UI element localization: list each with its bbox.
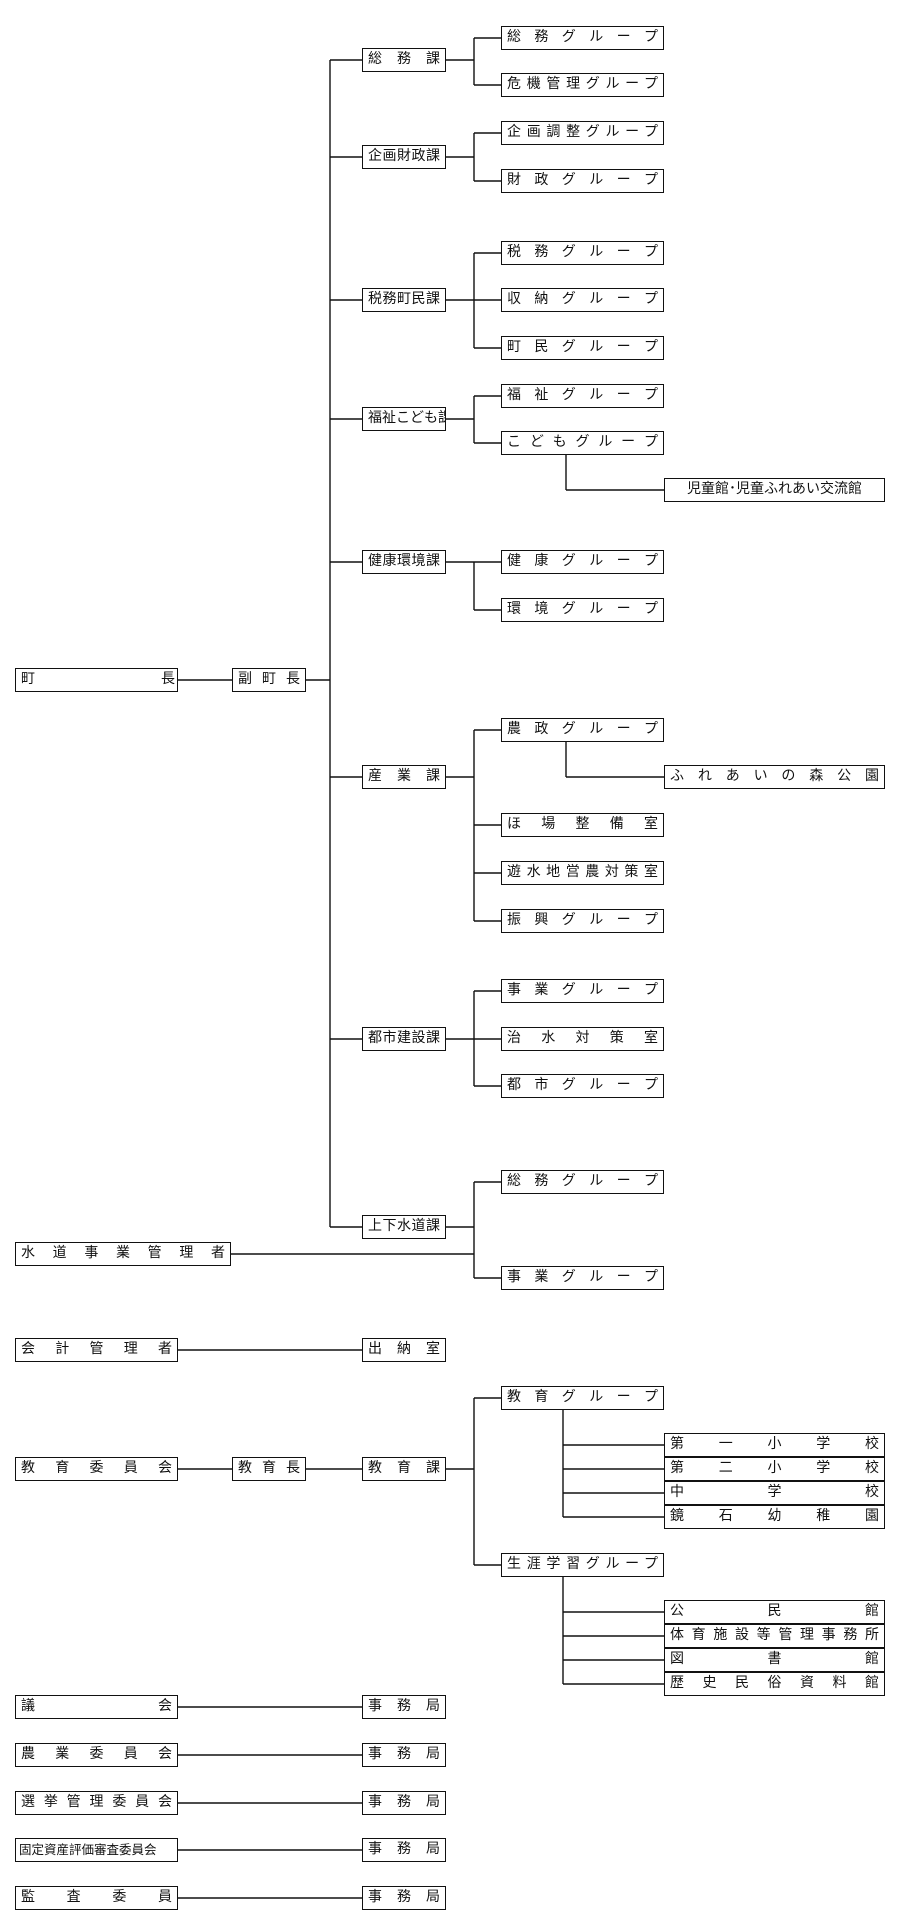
- committee-nogyo: 農 業 委 員 会: [15, 1743, 178, 1767]
- school-daini: 第 二 小 学 校: [664, 1457, 885, 1481]
- group-shinko: 振 興 グ ル ー プ: [501, 909, 664, 933]
- group-chomin: 町 民 グ ル ー プ: [501, 336, 664, 360]
- committee-kansa-office: 事 務 局: [362, 1886, 446, 1910]
- group-suido-jigyo: 事 業 グ ル ー プ: [501, 1266, 664, 1290]
- dept-kenko-kankyo: 健康環境課: [362, 550, 446, 574]
- group-fukushi: 福 祉 グ ル ー プ: [501, 384, 664, 408]
- dept-kikaku-zaisei: 企画財政課: [362, 145, 446, 169]
- school-daiichi: 第 一 小 学 校: [664, 1433, 885, 1457]
- group-zaisei: 財 政 グ ル ー プ: [501, 169, 664, 193]
- group-kyoiku: 教 育 グ ル ー プ: [501, 1386, 664, 1410]
- deputy-mayor-box: 副 町 長: [232, 668, 306, 692]
- dept-jogesuido: 上下水道課: [362, 1215, 446, 1239]
- mayor-box: 町 長: [15, 668, 178, 692]
- dept-suitou: 出 納 室: [362, 1338, 446, 1362]
- group-kiki-kanri: 危機管理グループ: [501, 73, 664, 97]
- group-kikaku-chosei: 企画調整グループ: [501, 121, 664, 145]
- committee-gikai-office: 事 務 局: [362, 1695, 446, 1719]
- dept-zeimu-chomin: 税務町民課: [362, 288, 446, 312]
- committee-kotei-shisan: 固定資産評価審査委員会: [15, 1838, 178, 1862]
- dept-kyoiku: 教 育 課: [362, 1457, 446, 1481]
- facility-fureai-park: ふれあいの森公園: [664, 765, 885, 789]
- office-hojo-seibi: ほ 場 整 備 室: [501, 813, 664, 837]
- committee-gikai: 議 会: [15, 1695, 178, 1719]
- committee-senkyo: 選挙管理委員会: [15, 1791, 178, 1815]
- dept-fukushi-kodomo: 福祉こども課: [362, 407, 446, 431]
- facility-rekishi: 歴 史 民 俗 資 料 館: [664, 1672, 885, 1696]
- group-nosei: 農 政 グ ル ー プ: [501, 718, 664, 742]
- accounting-manager-box: 会 計 管 理 者: [15, 1338, 178, 1362]
- dept-sangyo: 産 業 課: [362, 765, 446, 789]
- group-soumu: 総 務 グ ル ー プ: [501, 26, 664, 50]
- dept-toshi-kensetsu: 都市建設課: [362, 1027, 446, 1051]
- committee-senkyo-office: 事 務 局: [362, 1791, 446, 1815]
- education-board-box: 教 育 委 員 会: [15, 1457, 178, 1481]
- dept-soumu: 総 務 課: [362, 48, 446, 72]
- school-chugakko: 中 学 校: [664, 1481, 885, 1505]
- facility-kominkan: 公 民 館: [664, 1600, 885, 1624]
- group-toshi: 都 市 グ ル ー プ: [501, 1074, 664, 1098]
- group-zeimu: 税 務 グ ル ー プ: [501, 241, 664, 265]
- school-kindergarten: 鏡 石 幼 稚 園: [664, 1505, 885, 1529]
- group-suido-soumu: 総 務 グ ル ー プ: [501, 1170, 664, 1194]
- water-manager-box: 水道事業管理者: [15, 1242, 231, 1266]
- group-kodomo: こ ど も グ ル ー プ: [501, 431, 664, 455]
- office-chisui: 治 水 対 策 室: [501, 1027, 664, 1051]
- office-yusui-einou: 遊水地営農対策室: [501, 861, 664, 885]
- group-shogai-gakushu: 生涯学習グループ: [501, 1553, 664, 1577]
- facility-jidokan: 児童館･児童ふれあい交流館: [664, 478, 885, 502]
- facility-toshokan: 図 書 館: [664, 1648, 885, 1672]
- facility-taiiku: 体育施設等管理事務所: [664, 1624, 885, 1648]
- committee-kansa: 監 査 委 員: [15, 1886, 178, 1910]
- committee-kotei-shisan-office: 事 務 局: [362, 1838, 446, 1862]
- group-kenko: 健 康 グ ル ー プ: [501, 550, 664, 574]
- group-kankyo: 環 境 グ ル ー プ: [501, 598, 664, 622]
- group-shuno: 収 納 グ ル ー プ: [501, 288, 664, 312]
- education-chief-box: 教 育 長: [232, 1457, 306, 1481]
- committee-nogyo-office: 事 務 局: [362, 1743, 446, 1767]
- group-jigyo: 事 業 グ ル ー プ: [501, 979, 664, 1003]
